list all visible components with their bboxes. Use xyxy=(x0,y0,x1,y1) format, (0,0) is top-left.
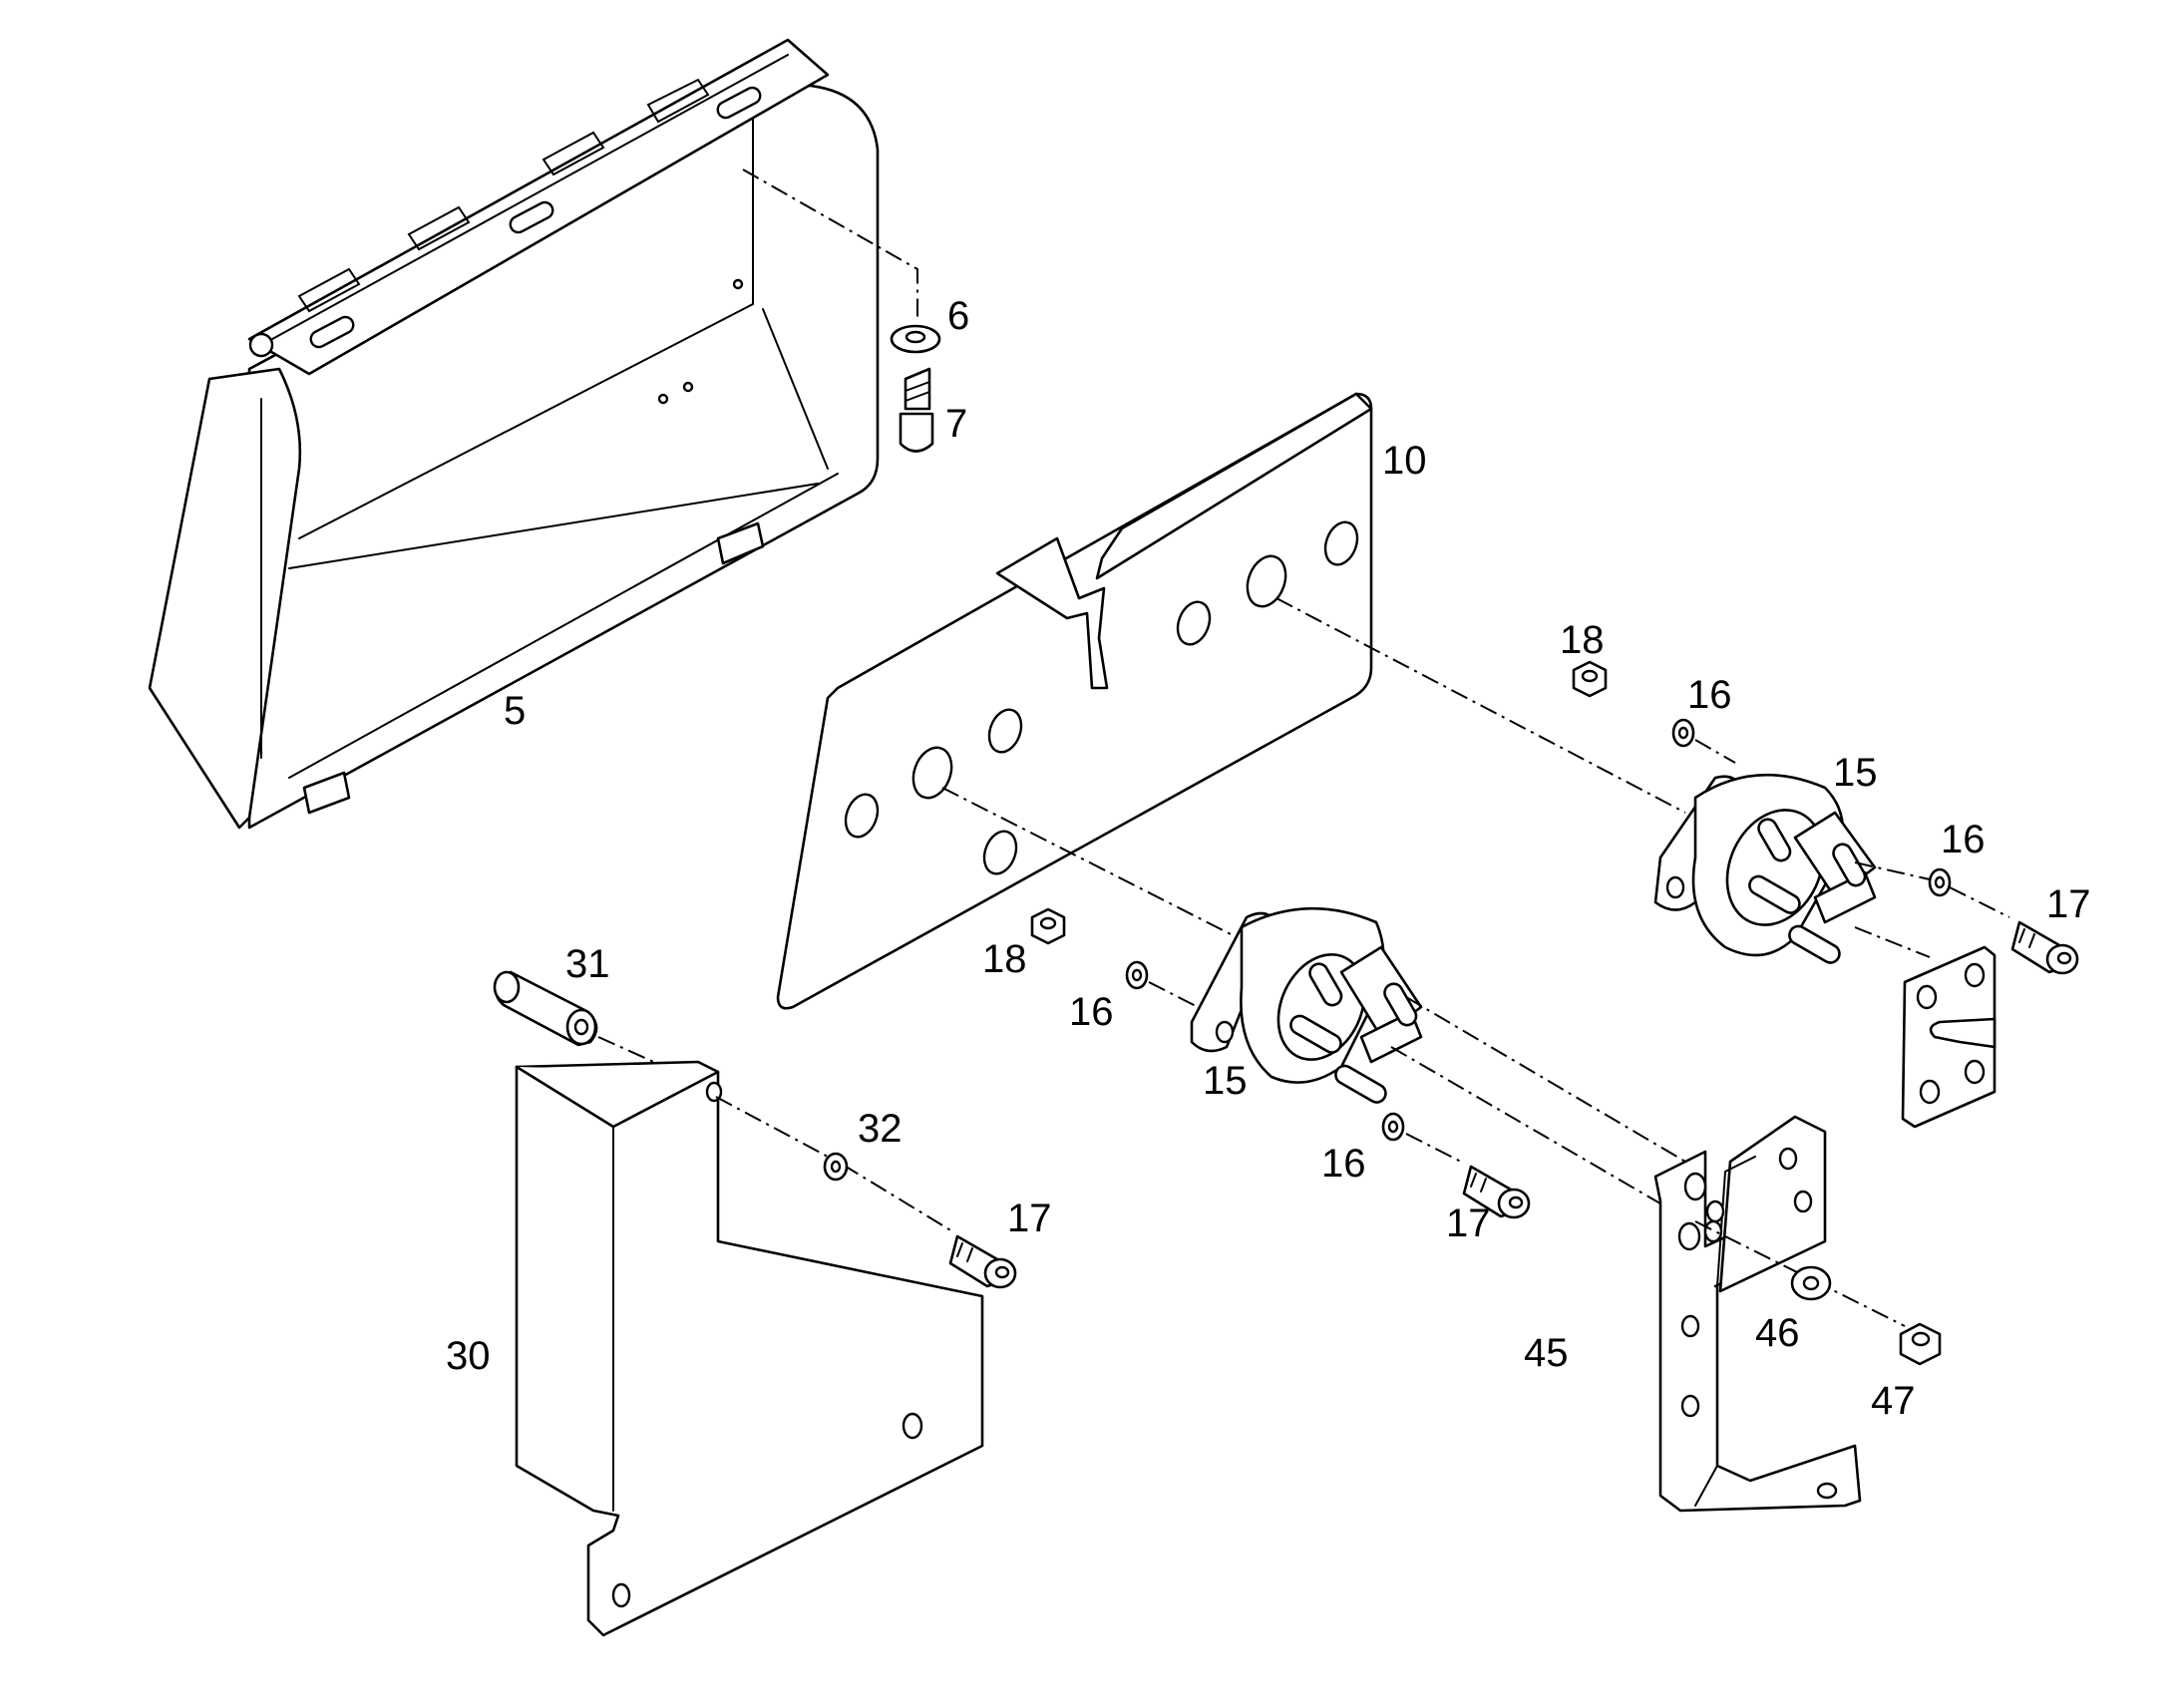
washer-16-d xyxy=(1381,1112,1405,1142)
callout-17-right: 17 xyxy=(2046,882,2091,926)
assembly-line-30-32-17 xyxy=(715,1096,953,1232)
callout-15-upper: 15 xyxy=(1833,751,1878,795)
assembly-line-16c xyxy=(1148,981,1203,1010)
housing-box xyxy=(148,38,880,830)
callout-18-lower: 18 xyxy=(982,937,1027,981)
washer-46 xyxy=(1790,1265,1832,1301)
assembly-line-16a xyxy=(1694,739,1736,764)
washer-16-b xyxy=(1928,867,1952,897)
assembly-line-45-46-47 xyxy=(1694,1220,1906,1327)
callout-16-b: 16 xyxy=(1941,818,1986,861)
callout-15-lower: 15 xyxy=(1203,1059,1248,1103)
washer-6 xyxy=(890,324,941,354)
nut-47 xyxy=(1899,1322,1942,1366)
spacer-31 xyxy=(493,970,598,1047)
callout-16-d: 16 xyxy=(1321,1142,1366,1186)
side-bracket-30 xyxy=(515,1060,984,1637)
callout-6: 6 xyxy=(947,294,969,338)
screw-7 xyxy=(899,367,934,453)
screw-17-right xyxy=(2010,920,2079,975)
screw-17-left xyxy=(948,1234,1017,1289)
assembly-line-15l-16 xyxy=(1405,1133,1462,1163)
callout-16-a: 16 xyxy=(1687,673,1732,717)
solenoid-15-lower xyxy=(1190,906,1423,1104)
assembly-line-5-6 xyxy=(742,169,918,319)
callout-7: 7 xyxy=(945,402,967,446)
callout-10: 10 xyxy=(1382,439,1427,483)
assembly-line-15u-pad xyxy=(1854,926,1931,958)
callout-46: 46 xyxy=(1755,1311,1800,1355)
callout-47: 47 xyxy=(1871,1379,1916,1423)
callout-5: 5 xyxy=(504,689,526,733)
assembly-line-15l-45 xyxy=(1390,1046,1666,1207)
callout-17-center: 17 xyxy=(1446,1201,1491,1245)
callout-45: 45 xyxy=(1524,1331,1569,1375)
callout-16-c: 16 xyxy=(1069,990,1114,1034)
solenoid-15-upper xyxy=(1653,773,1877,964)
nut-18-upper xyxy=(1572,660,1608,698)
callout-30: 30 xyxy=(446,1334,491,1378)
washer-16-c xyxy=(1125,960,1149,990)
assembly-line-10-15b xyxy=(1275,597,1686,814)
contact-pad xyxy=(1901,945,1997,1129)
nut-18-lower xyxy=(1030,907,1066,945)
screw-17-center xyxy=(1462,1165,1531,1219)
washer-32 xyxy=(823,1152,849,1182)
assembly-line-15u-16 xyxy=(1854,861,2010,918)
washer-16-a xyxy=(1671,718,1695,748)
assembly-line-15l-45b xyxy=(1405,996,1686,1163)
mounting-plate xyxy=(776,392,1373,1010)
callout-17-left: 17 xyxy=(1007,1196,1052,1240)
callout-31: 31 xyxy=(565,942,610,986)
assembly-line-10-15a xyxy=(941,787,1238,938)
callout-32: 32 xyxy=(858,1107,903,1151)
callout-18-upper: 18 xyxy=(1560,618,1605,662)
